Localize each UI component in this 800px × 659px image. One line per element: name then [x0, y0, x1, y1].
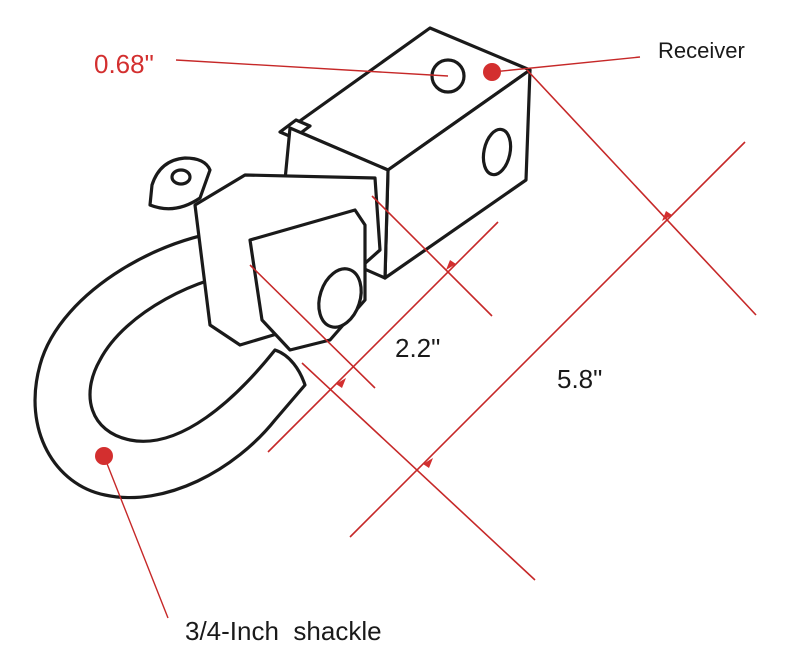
gap-extension-line-2: [249, 264, 376, 389]
gap-arrow-1: [446, 260, 456, 270]
receiver-marker-dot: [483, 63, 501, 81]
length-dimension-line: [349, 141, 746, 538]
labels: 0.68" Receiver 2.2" 5.8" 3/4-Inch shackl…: [94, 38, 745, 646]
shackle-bow: [33, 228, 307, 500]
length-extension-line-2: [301, 362, 536, 581]
shackle-marker-dot: [95, 447, 113, 465]
dimension-lines: [95, 56, 757, 619]
length-arrow-1: [662, 211, 672, 221]
receiver-label: Receiver: [658, 38, 745, 63]
shackle-gap-label: 2.2": [395, 333, 440, 363]
gap-extension-line-1: [371, 195, 493, 317]
overall-length-label: 5.8": [557, 364, 602, 394]
length-arrow-2: [423, 458, 433, 468]
receiver-leader: [491, 56, 641, 73]
pin-diameter-label: 0.68": [94, 49, 154, 79]
gap-arrow-2: [336, 378, 346, 388]
length-extension-line-1: [526, 69, 757, 316]
pin-diameter-leader: [175, 59, 449, 77]
receiver-drawing: [33, 26, 532, 500]
shackle-leader: [103, 455, 169, 619]
shackle-label: 3/4-Inch shackle: [185, 616, 382, 646]
gap-dimension-line: [267, 221, 499, 453]
shackle-pin-hole: [317, 267, 363, 329]
front-pin-hole: [481, 127, 513, 177]
shackle-ear-hole: [170, 168, 192, 186]
